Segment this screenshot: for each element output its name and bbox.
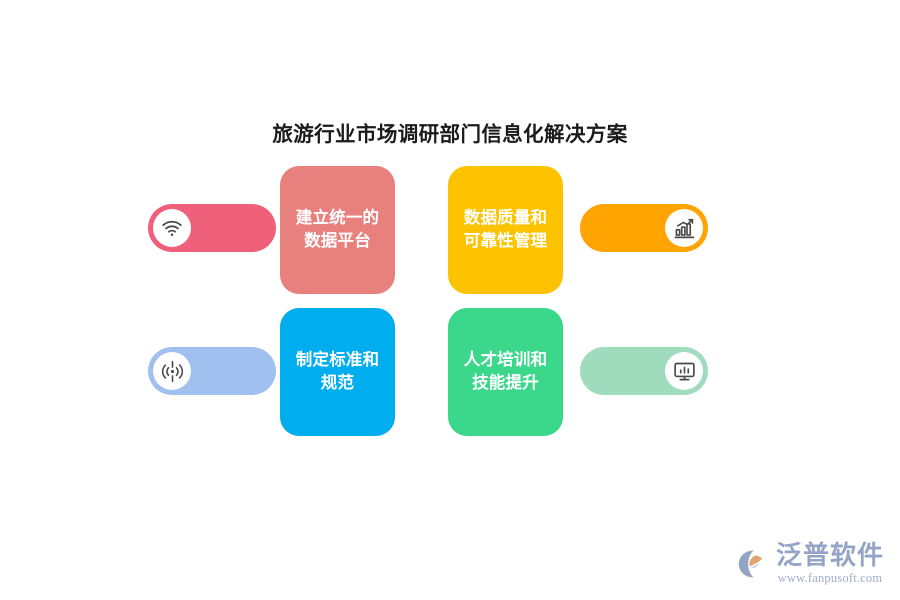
broadcast-signal-icon [160,359,185,384]
card-top-right-line1: 数据质量和 [463,208,548,227]
bar-chart-growth-icon [672,216,697,241]
fanpu-logo-icon [737,549,771,584]
card-top-left-line2: 数据平台 [304,232,371,250]
icon-badge-top-right [665,209,703,247]
card-top-right[interactable]: 数据质量和 可靠性管理 [448,166,563,294]
card-bottom-left-label: 制定标准和 规范 [296,349,380,396]
card-top-left-label: 建立统一的 数据平台 [296,207,380,254]
pill-bar-bottom-left [148,347,276,395]
card-bottom-left-line2: 规范 [320,374,355,392]
card-bottom-left-line1: 制定标准和 [295,350,380,369]
card-bottom-right-line1: 人才培训和 [463,350,548,369]
page-title: 旅游行业市场调研部门信息化解决方案 [272,123,628,146]
card-bottom-right-label: 人才培训和 技能提升 [464,349,548,396]
pill-bar-top-left [148,204,276,252]
brand-url: www.fanpusoft.com [777,571,883,585]
card-top-right-line2: 可靠性管理 [463,232,548,250]
card-bottom-right-line2: 技能提升 [472,374,539,392]
pill-bar-top-right [580,204,708,252]
wifi-icon [160,216,184,240]
card-top-right-label: 数据质量和 可靠性管理 [464,207,548,254]
monitor-chart-icon [672,359,697,384]
brand-name: 泛普软件 [775,540,884,571]
card-bottom-right[interactable]: 人才培训和 技能提升 [448,308,563,436]
icon-badge-top-left [153,209,191,247]
brand-text: 泛普软件 www.fanpusoft.com [775,540,884,586]
pill-bar-bottom-right [580,347,708,395]
card-top-left-line1: 建立统一的 [295,208,380,227]
card-bottom-left[interactable]: 制定标准和 规范 [280,308,395,436]
icon-badge-bottom-left [153,352,191,390]
brand-watermark: 泛普软件 www.fanpusoft.com [737,540,884,586]
card-top-left[interactable]: 建立统一的 数据平台 [280,166,395,294]
icon-badge-bottom-right [665,352,703,390]
